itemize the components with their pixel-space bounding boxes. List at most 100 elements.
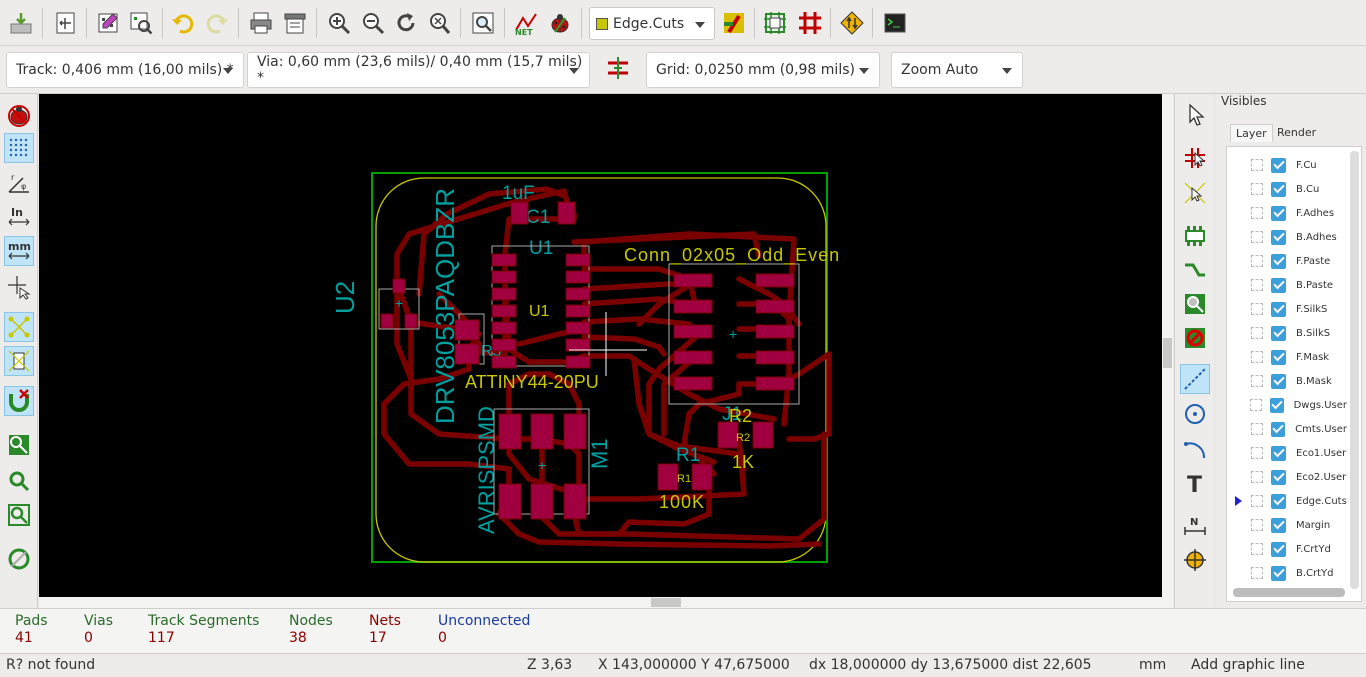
grid-toggle[interactable]: [4, 133, 34, 163]
auto-place-button[interactable]: [760, 7, 790, 39]
layer-visibility-checkbox[interactable]: [1271, 157, 1286, 173]
layer-color-box[interactable]: [1251, 231, 1263, 243]
canvas-horizontal-scrollbar[interactable]: [39, 597, 1162, 608]
layer-color-box[interactable]: [1251, 543, 1263, 555]
layer-visibility-checkbox[interactable]: [1271, 349, 1286, 365]
grid-select[interactable]: Grid: 0,0250 mm (0,98 mils): [646, 52, 880, 88]
layer-visibility-checkbox[interactable]: [1270, 421, 1286, 437]
layer-color-box[interactable]: [1251, 567, 1263, 579]
layer-name[interactable]: B.Cu: [1296, 183, 1320, 195]
layer-name[interactable]: B.CrtYd: [1296, 567, 1334, 579]
scripting-warning-button[interactable]: [837, 7, 867, 39]
add-keepout-tool[interactable]: [1180, 323, 1210, 353]
zoom-out-button[interactable]: [358, 7, 388, 39]
layer-color-box[interactable]: [1251, 519, 1263, 531]
layer-color-box[interactable]: [1250, 399, 1262, 411]
layer-row[interactable]: F.Paste: [1227, 249, 1347, 273]
add-dimension-tool[interactable]: N: [1180, 511, 1210, 541]
layer-name[interactable]: B.Paste: [1296, 279, 1334, 291]
mm-units-toggle[interactable]: mm: [4, 236, 34, 266]
layer-color-box[interactable]: [1251, 471, 1263, 483]
layer-row[interactable]: B.Mask: [1227, 369, 1347, 393]
page-settings-button[interactable]: [50, 7, 80, 39]
layer-row[interactable]: Edge.Cuts: [1227, 489, 1347, 513]
layer-color-box[interactable]: [1251, 495, 1263, 507]
pcb-canvas[interactable]: U2 DRV8053PAQDBZR AVRISPSMD U1 C1 1uF M1…: [39, 94, 1162, 597]
layer-color-box[interactable]: [1251, 351, 1263, 363]
module-ratsnest-toggle[interactable]: [4, 346, 34, 376]
layer-color-box[interactable]: [1251, 159, 1263, 171]
layer-visibility-checkbox[interactable]: [1271, 253, 1286, 269]
layer-name[interactable]: Eco1.User: [1296, 447, 1347, 459]
highlight-net-tool[interactable]: [1180, 143, 1210, 173]
scrollbar-thumb[interactable]: [651, 598, 681, 607]
layer-visibility-checkbox[interactable]: [1271, 565, 1286, 581]
undo-button[interactable]: [168, 7, 198, 39]
layer-color-box[interactable]: [1251, 375, 1263, 387]
layer-visibility-checkbox[interactable]: [1271, 325, 1286, 341]
layer-name[interactable]: F.Cu: [1296, 159, 1317, 171]
layer-visibility-checkbox[interactable]: [1271, 469, 1286, 485]
layer-row[interactable]: B.Adhes: [1227, 225, 1347, 249]
layer-list-horizontal-scrollbar[interactable]: [1233, 588, 1345, 597]
layer-visibility-checkbox[interactable]: [1271, 373, 1286, 389]
find-button[interactable]: [468, 7, 498, 39]
layer-row[interactable]: Cmts.User: [1227, 417, 1347, 441]
show-tracks-sketch-toggle[interactable]: [4, 500, 34, 530]
auto-delete-tracks-toggle[interactable]: [4, 386, 34, 416]
cursor-shape-toggle[interactable]: [4, 272, 34, 302]
layer-name[interactable]: F.Adhes: [1296, 207, 1335, 219]
layer-visibility-checkbox[interactable]: [1269, 397, 1284, 413]
route-track-tool[interactable]: [1180, 255, 1210, 285]
add-arc-tool[interactable]: [1180, 434, 1210, 464]
zoom-in-button[interactable]: [324, 7, 354, 39]
layer-name[interactable]: B.Mask: [1296, 375, 1332, 387]
layer-color-box[interactable]: [1251, 255, 1263, 267]
layer-color-box[interactable]: [1250, 423, 1263, 435]
drc-button[interactable]: [545, 7, 575, 39]
layer-name[interactable]: F.CrtYd: [1296, 543, 1331, 555]
layer-visibility-checkbox[interactable]: [1271, 301, 1286, 317]
layer-visibility-checkbox[interactable]: [1271, 541, 1286, 557]
zoom-select[interactable]: Zoom Auto: [891, 52, 1023, 88]
layer-row[interactable]: Eco1.User: [1227, 441, 1347, 465]
layer-row[interactable]: B.CrtYd: [1227, 561, 1347, 585]
tab-render[interactable]: Render: [1277, 126, 1317, 139]
layer-row[interactable]: F.Mask: [1227, 345, 1347, 369]
local-ratsnest-tool[interactable]: [1180, 178, 1210, 208]
auto-route-button[interactable]: [795, 7, 825, 39]
layer-color-box[interactable]: [1251, 447, 1263, 459]
layer-color-box[interactable]: [1251, 279, 1263, 291]
layer-row[interactable]: B.SilkS: [1227, 321, 1347, 345]
layer-name[interactable]: Edge.Cuts: [1296, 495, 1347, 507]
layer-color-box[interactable]: [1251, 183, 1263, 195]
add-footprint-tool[interactable]: [1180, 221, 1210, 251]
layer-name[interactable]: F.Paste: [1296, 255, 1331, 267]
redraw-button[interactable]: [391, 7, 421, 39]
layer-color-box[interactable]: [1251, 327, 1263, 339]
redo-button[interactable]: [202, 7, 232, 39]
high-contrast-toggle[interactable]: [4, 544, 34, 574]
inch-units-toggle[interactable]: In: [4, 202, 34, 232]
layer-visibility-checkbox[interactable]: [1271, 229, 1286, 245]
via-size-select[interactable]: Via: 0,60 mm (23,6 mils)/ 0,40 mm (15,7 …: [247, 52, 590, 88]
layer-color-box[interactable]: [1251, 207, 1263, 219]
add-circle-tool[interactable]: [1180, 399, 1210, 429]
layer-row[interactable]: F.SilkS: [1227, 297, 1347, 321]
add-via-tool[interactable]: [1180, 289, 1210, 319]
show-pads-sketch-toggle[interactable]: [4, 430, 34, 460]
print-button[interactable]: [246, 7, 276, 39]
track-width-select[interactable]: Track: 0,406 mm (16,00 mils) *: [6, 52, 244, 88]
netlist-button[interactable]: NET: [511, 7, 541, 39]
layer-row[interactable]: F.Adhes: [1227, 201, 1347, 225]
layer-selector[interactable]: Edge.Cuts: [589, 7, 715, 40]
layer-pair-button[interactable]: [719, 7, 749, 39]
footprint-viewer-button[interactable]: [126, 7, 156, 39]
layer-name[interactable]: Cmts.User: [1295, 423, 1347, 435]
layer-visibility-checkbox[interactable]: [1271, 277, 1286, 293]
layer-visibility-checkbox[interactable]: [1271, 517, 1286, 533]
layer-row[interactable]: F.Cu: [1227, 153, 1347, 177]
layer-name[interactable]: Eco2.User: [1296, 471, 1347, 483]
set-origin-tool[interactable]: [1180, 545, 1210, 575]
